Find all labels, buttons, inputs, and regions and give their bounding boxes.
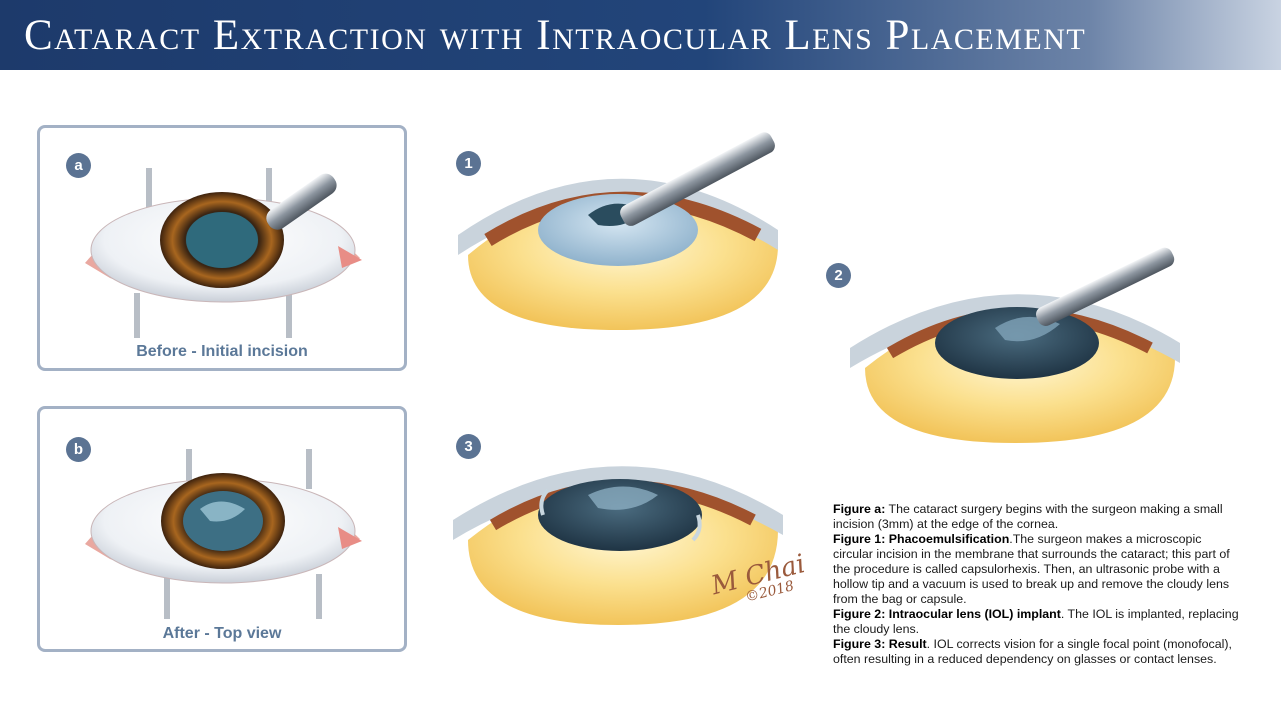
iol-implant-illustration	[845, 258, 1190, 448]
caption-before: Before - Initial incision	[40, 343, 404, 361]
eye-before-illustration	[80, 168, 370, 338]
title-banner: Cataract Extraction with Intraocular Len…	[0, 0, 1281, 70]
caption-after: After - Top view	[40, 625, 404, 643]
description-figure-2: Figure 2: Intraocular lens (IOL) implant…	[833, 607, 1243, 637]
page-title: Cataract Extraction with Intraocular Len…	[24, 11, 1086, 60]
description-figure-1: Figure 1: Phacoemulsification.The surgeo…	[833, 532, 1243, 607]
phacoemulsification-illustration	[448, 140, 798, 335]
panel-a: a Before - Initial incision	[37, 125, 407, 371]
figure-descriptions: Figure a: The cataract surgery begins wi…	[833, 502, 1243, 667]
description-figure-3: Figure 3: Result. IOL corrects vision fo…	[833, 637, 1243, 667]
panel-b: b After - Top view	[37, 406, 407, 652]
description-figure-a: Figure a: The cataract surgery begins wi…	[833, 502, 1243, 532]
eye-after-illustration	[80, 449, 370, 619]
